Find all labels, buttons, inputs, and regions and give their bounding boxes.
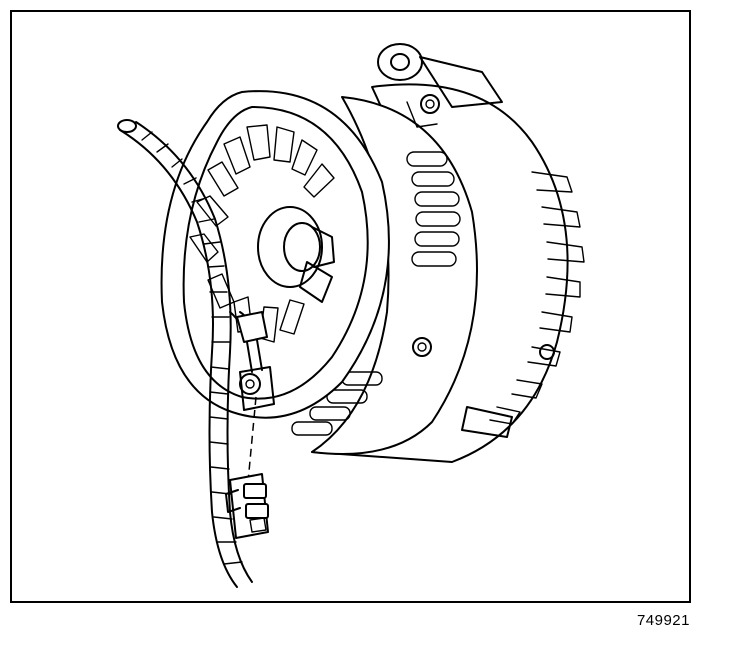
figure-frame <box>10 10 691 603</box>
alternator-front-housing <box>160 90 390 419</box>
wiring-harness <box>117 119 263 588</box>
figure-id-label: 749921 <box>636 612 690 629</box>
terminal-connector <box>225 311 275 539</box>
alternator-illustration <box>117 43 585 588</box>
stator-ring <box>291 94 478 455</box>
